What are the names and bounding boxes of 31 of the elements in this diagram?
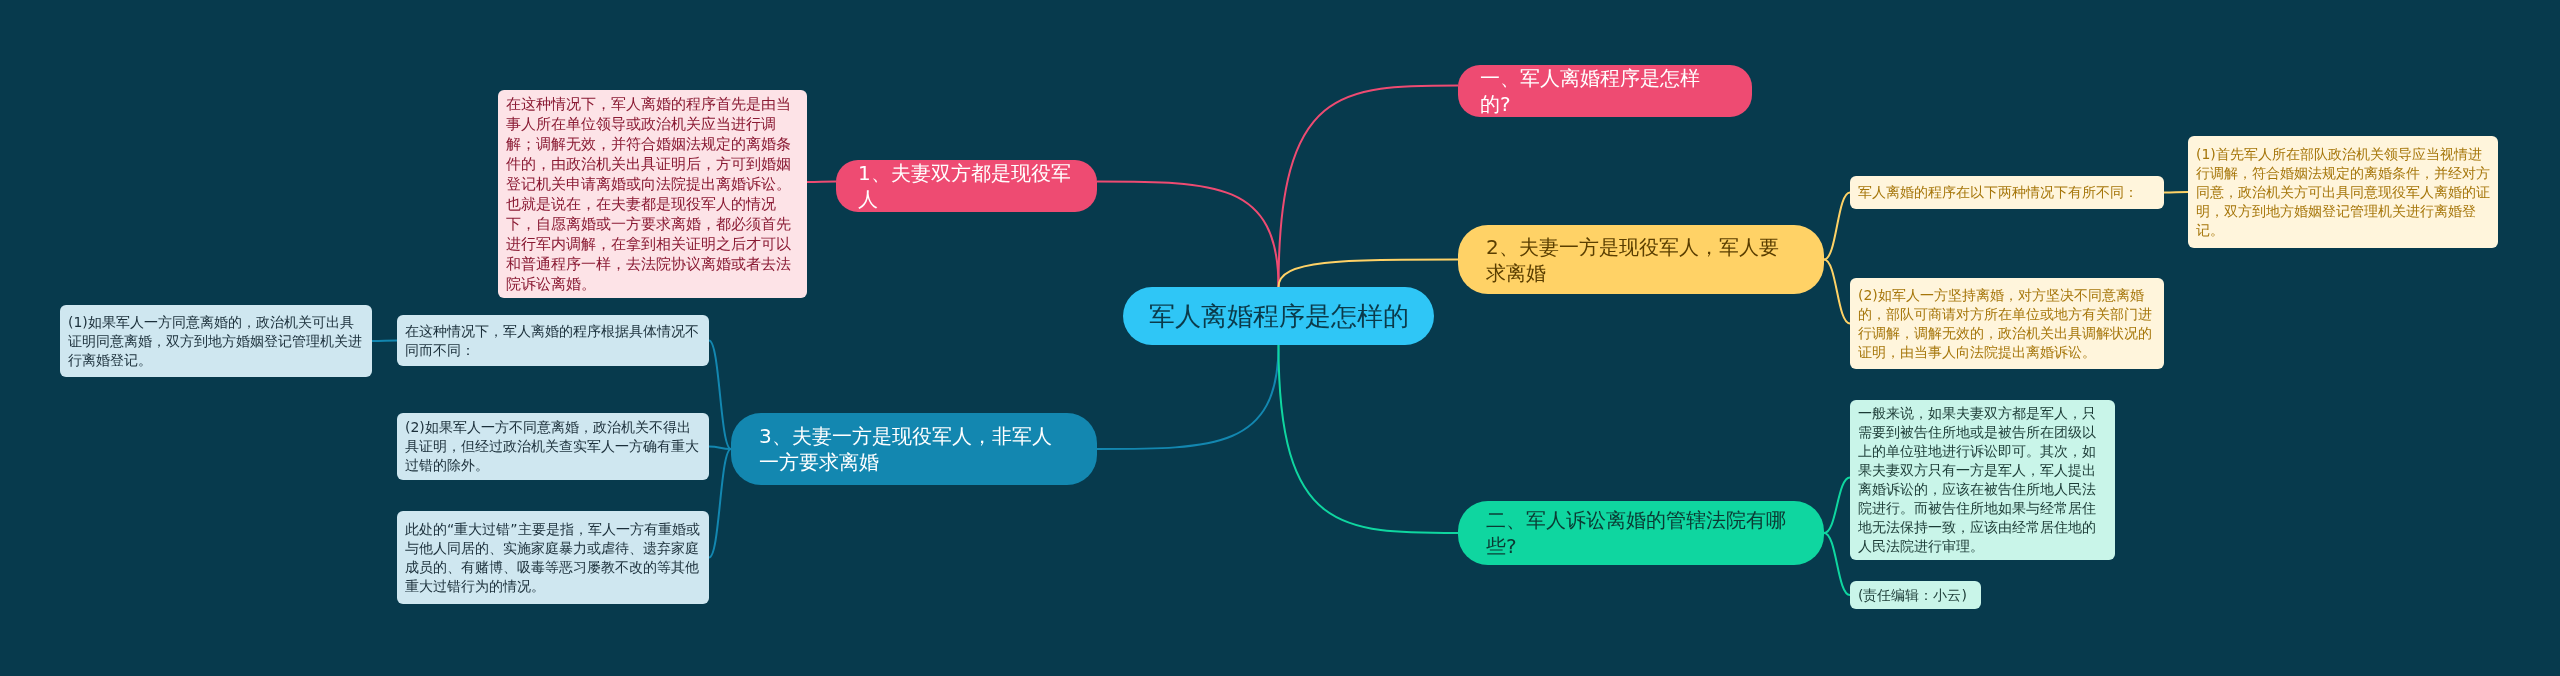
note-box: 军人离婚的程序在以下两种情况下有所不同： — [1850, 176, 2164, 209]
topic-box: 二、军人诉讼离婚的管辖法院有哪些? — [1458, 501, 1824, 565]
note-box: (1)如果军人一方同意离婚的，政治机关可出具证明同意离婚，双方到地方婚姻登记管理机关进行离婚登记。 — [60, 305, 372, 377]
connector-line — [806, 180, 837, 183]
connector-line — [1823, 532, 1851, 596]
note-box: (2)如果军人一方不同意离婚，政治机关不得出具证明，但经过政治机关查实军人一方确有重大过错的除外。 — [397, 413, 709, 480]
note-box: 在这种情况下，军人离婚的程序根据具体情况不同而不同： — [397, 315, 709, 366]
connector-line — [708, 339, 732, 450]
central-topic: 军人离婚程序是怎样的 — [1123, 287, 1434, 345]
connector-line — [1096, 344, 1280, 450]
note-box: (1)首先军人所在部队政治机关领导应当视情进行调解，符合婚姻法规定的离婚条件，并经对方同意，政治机关方可出具同意现役军人离婚的证明，双方到地方婚姻登记管理机关进行离婚登记。 — [2188, 136, 2498, 248]
connector-line — [371, 339, 398, 342]
connector-line — [1096, 180, 1280, 288]
note-box: 此处的“重大过错”主要是指，军人一方有重婚或与他人同居的、实施家庭暴力或虐待、遗弃家庭成员的、有赌博、吸毒等恶习屡教不改的等其他重大过错行为的情况。 — [397, 511, 709, 604]
connector-line — [2163, 191, 2189, 194]
topic-box: 一、军人离婚程序是怎样的? — [1458, 65, 1752, 117]
note-box: (责任编辑：小云) — [1850, 581, 1981, 609]
connector-line — [708, 445, 732, 450]
connector-line — [1823, 191, 1851, 261]
topic-box: 2、夫妻一方是现役军人，军人要求离婚 — [1458, 225, 1824, 294]
connector-line — [1277, 258, 1459, 288]
topic-box: 1、夫妻双方都是现役军人 — [836, 160, 1097, 212]
connector-line — [1277, 344, 1459, 534]
note-box: 一般来说，如果夫妻双方都是军人，只需要到被告住所地或是被告所在团级以上的单位驻地进行诉讼即可。其次，如果夫妻双方只有一方是军人，军人提出离婚诉讼的，应该在被告住所地人民法院进行。而被告住所地如果与经常居住地无法保持一致，应该由经常居住地的人民法院进行审理。 — [1850, 400, 2115, 560]
note-box: 在这种情况下，军人离婚的程序首先是由当事人所在单位领导或政治机关应当进行调解；调解无效，并符合婚姻法规定的离婚条件的，由政治机关出具证明后，方可到婚姻登记机关申请离婚或向法院提出离婚诉讼。也就是说在，在夫妻都是现役军人的情况下，自愿离婚或一方要求离婚，都必须首先进行军内调解，在拿到相关证明之后才可以和普通程序一样，去法院协议离婚或者去法院诉讼离婚。 — [498, 90, 807, 298]
connector-line — [1277, 84, 1459, 288]
connector-line — [1823, 476, 1851, 534]
connector-line — [1823, 258, 1851, 325]
connector-line — [708, 448, 732, 559]
topic-box: 3、夫妻一方是现役军人，非军人一方要求离婚 — [731, 413, 1097, 485]
note-box: (2)如军人一方坚持离婚，对方坚决不同意离婚的，部队可商请对方所在单位或地方有关部门进行调解，调解无效的，政治机关出具调解状况的证明，由当事人向法院提出离婚诉讼。 — [1850, 278, 2164, 369]
